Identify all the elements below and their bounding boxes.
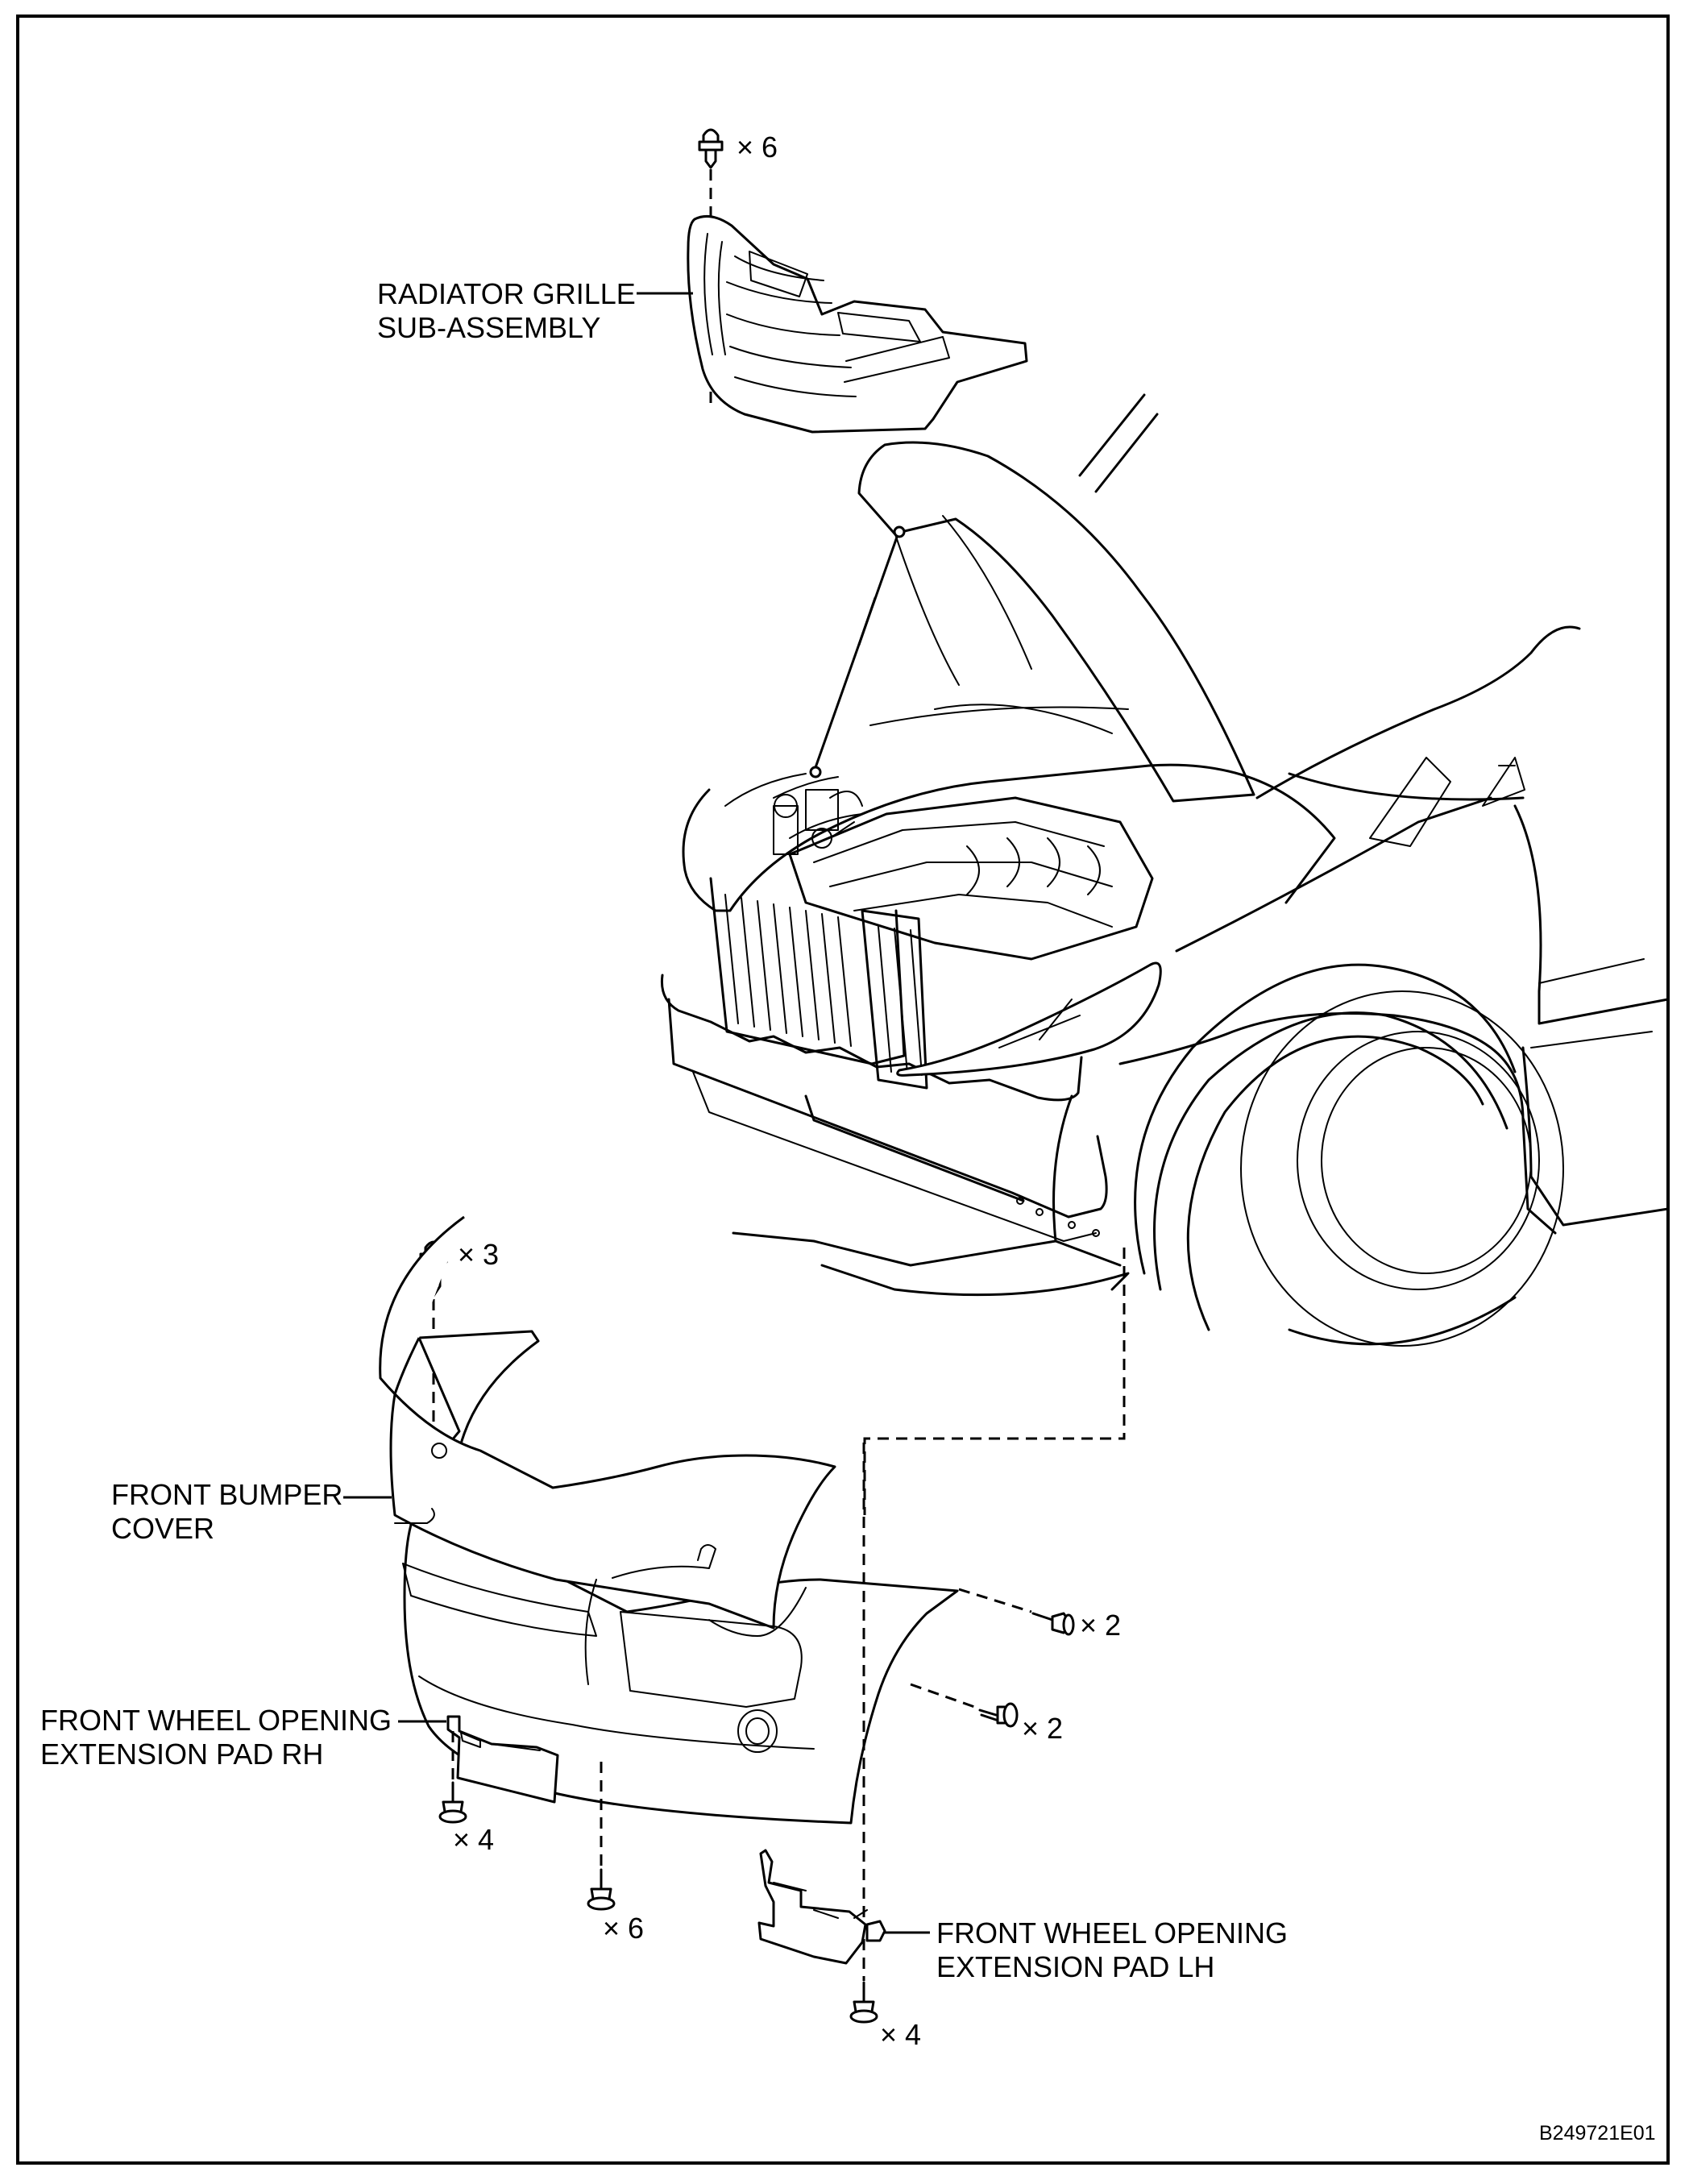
grille-clip-icon <box>698 128 724 169</box>
radiator-grille-part <box>687 214 1028 434</box>
screw-lower-icon <box>978 1702 1019 1728</box>
front-bumper-cover-part <box>379 1215 959 1825</box>
vehicle-front-end <box>660 393 1670 1347</box>
screw-upper-quantity: × 2 <box>1080 1609 1122 1642</box>
screw-upper-guide-line <box>958 1588 1032 1613</box>
bumper-clip-quantity: × 3 <box>458 1238 500 1271</box>
bolt-lh-icon <box>849 1981 878 2024</box>
grille-clip-quantity: × 6 <box>737 131 778 164</box>
bumper-to-apron-guide-line <box>863 1248 1126 1515</box>
screw-lower-quantity: × 2 <box>1022 1712 1064 1745</box>
screw-upper-icon <box>1031 1612 1075 1636</box>
figure-code: B249721E01 <box>1539 2122 1656 2145</box>
bolt-center-icon <box>587 1868 616 1911</box>
bolt-center-quantity: × 6 <box>603 1912 645 1945</box>
extension-pad-rh-part <box>446 1715 559 1804</box>
screw-lower-guide-line <box>910 1683 980 1710</box>
bolt-rh-icon <box>438 1781 467 1824</box>
bolt-lh-quantity: × 4 <box>880 2018 922 2051</box>
extension-pad-lh-part <box>757 1849 886 1965</box>
bolt-rh-quantity: × 4 <box>453 1823 495 1856</box>
